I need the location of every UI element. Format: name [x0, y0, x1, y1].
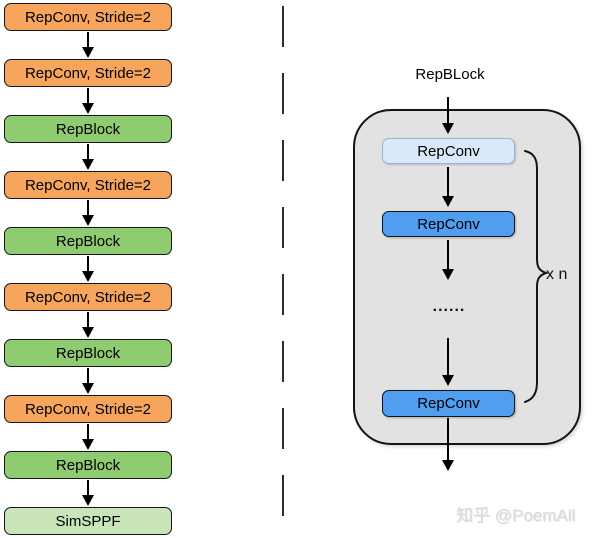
repeat-count-label: x n — [546, 266, 568, 283]
curly-brace-icon — [524, 150, 549, 403]
flow-node-repconv-stride-2: RepConv, Stride=2 — [4, 59, 172, 87]
arrow-down-icon — [82, 424, 94, 450]
dashed-divider-line — [282, 6, 284, 538]
flow-node-repblock: RepBlock — [4, 115, 172, 143]
arrow-down-icon — [442, 240, 454, 280]
flow-node-repconv: RepConv — [382, 211, 515, 237]
arrow-down-icon — [82, 312, 94, 338]
arrow-down-icon — [82, 200, 94, 226]
arrow-down-icon — [82, 368, 94, 394]
arrow-down-icon — [82, 32, 94, 58]
arrow-down-icon — [82, 144, 94, 170]
flow-node-repblock: RepBlock — [4, 227, 172, 255]
watermark: 知乎 @PoemAll — [456, 506, 576, 525]
flow-node-simsppf: SimSPPF — [4, 507, 172, 535]
arrow-down-icon — [442, 338, 454, 386]
flow-node-repblock: RepBlock — [4, 451, 172, 479]
repblock-title: RepBLock — [415, 66, 485, 83]
ellipsis-dots: ...... — [432, 298, 466, 315]
flow-node-repconv-stride-2: RepConv, Stride=2 — [4, 283, 172, 311]
arrow-down-icon — [82, 256, 94, 282]
flow-node-repblock: RepBlock — [4, 339, 172, 367]
repblock-container — [353, 109, 581, 445]
flow-node-repconv: RepConv — [382, 138, 515, 164]
arrow-down-icon — [442, 167, 454, 207]
arrow-down-icon — [82, 480, 94, 506]
arrow-down-icon — [442, 418, 454, 471]
arrow-down-icon — [82, 88, 94, 114]
flow-node-repconv-stride-2: RepConv, Stride=2 — [4, 3, 172, 31]
flow-node-repconv: RepConv — [382, 390, 515, 417]
flow-node-repconv-stride-2: RepConv, Stride=2 — [4, 171, 172, 199]
arrow-down-icon — [442, 97, 454, 134]
flow-node-repconv-stride-2: RepConv, Stride=2 — [4, 395, 172, 423]
